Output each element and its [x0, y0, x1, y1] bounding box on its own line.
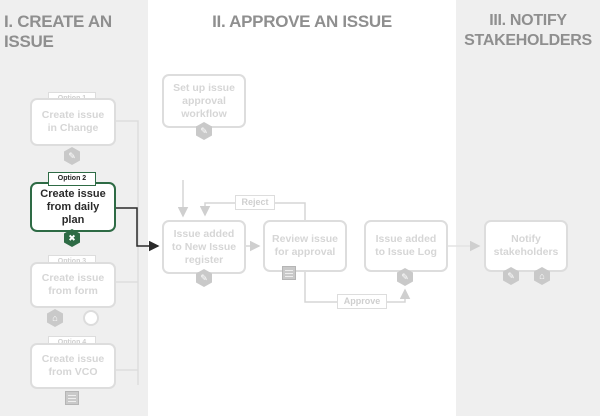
- edit-icon: ✎: [196, 122, 212, 140]
- node-create-from-daily-plan[interactable]: Create issue from daily plan: [30, 182, 116, 232]
- node-create-from-vco[interactable]: Create issue from VCO: [30, 343, 116, 389]
- column-title-notify-line2: STAKEHOLDERS: [464, 32, 592, 49]
- connector-daily-to-register: [116, 207, 160, 252]
- column-title-approve: II. APPROVE AN ISSUE: [212, 12, 392, 31]
- tools-icon: ✖: [64, 229, 80, 247]
- edit-icon: ✎: [64, 147, 80, 165]
- edit-icon: ✎: [503, 267, 519, 285]
- column-notify: [456, 0, 600, 416]
- column-title-create: I. CREATE AN ISSUE: [4, 12, 112, 51]
- connector-change: [116, 120, 139, 385]
- node-new-issue-register[interactable]: Issue added to New Issue register: [162, 220, 246, 274]
- approve-label: Approve: [337, 294, 387, 309]
- document-icon: [65, 391, 79, 405]
- home-icon: ⌂: [534, 267, 550, 285]
- node-issue-log[interactable]: Issue added to Issue Log: [364, 220, 448, 272]
- column-title-notify-line1: III. NOTIFY: [489, 12, 567, 29]
- document-icon: [282, 266, 296, 280]
- reject-label: Reject: [235, 195, 275, 210]
- home-icon: ⌂: [47, 309, 63, 327]
- option-2-tag: Option 2: [48, 172, 96, 186]
- node-notify-stakeholders[interactable]: Notify stakeholders: [484, 220, 568, 272]
- node-setup-workflow[interactable]: Set up issue approval workflow: [162, 74, 246, 128]
- column-title-notify: III. NOTIFY STAKEHOLDERS: [456, 11, 600, 51]
- node-review-issue[interactable]: Review issue for approval: [263, 220, 347, 272]
- edit-icon: ✎: [397, 268, 413, 286]
- gear-icon: [83, 310, 99, 326]
- edit-icon: ✎: [196, 269, 212, 287]
- node-create-in-change[interactable]: Create issue in Change: [30, 98, 116, 146]
- node-create-from-form[interactable]: Create issue from form: [30, 262, 116, 308]
- column-approve: [148, 0, 456, 416]
